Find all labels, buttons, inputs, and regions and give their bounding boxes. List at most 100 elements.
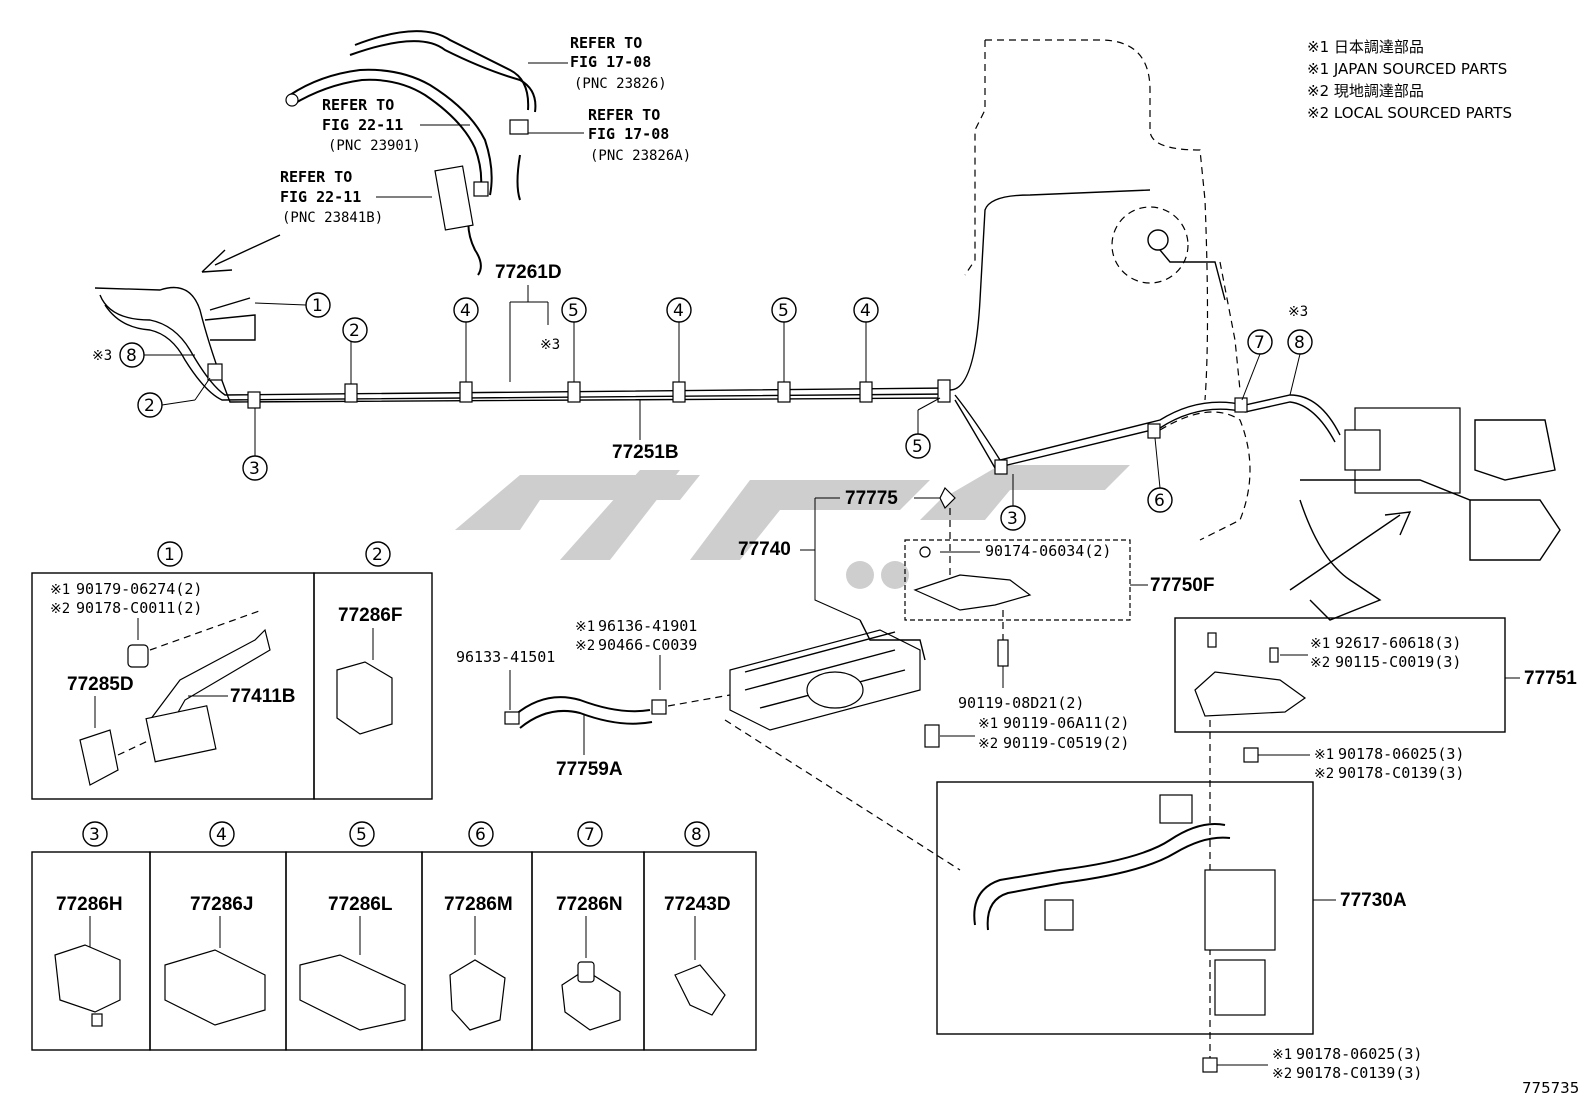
callout-4c[interactable]: 4 [853, 297, 879, 323]
bracket-box-77750F [904, 539, 1131, 621]
callout-2b[interactable]: 2 [137, 392, 163, 418]
callout-3-detail[interactable]: 3 [82, 821, 108, 847]
charcoal-canister-group: 77775 77740 90174-06034(2) 77750F 90119-… [456, 486, 1214, 871]
legend-line-3: ※2 現地調達部品 [1307, 82, 1424, 100]
callout-8b[interactable]: 8 [1287, 329, 1313, 355]
part-77261D[interactable]: 77261D [495, 262, 562, 283]
svg-text:3: 3 [249, 459, 260, 479]
part-77730A[interactable]: 77730A [1340, 890, 1407, 911]
mark-1: ※1 [50, 582, 70, 598]
callout-8-detail[interactable]: 8 [684, 821, 710, 847]
code-90178-C0011[interactable]: 90178-C0011(2) [76, 599, 202, 617]
ref-line: REFER TO [570, 34, 642, 52]
svg-text:3: 3 [89, 825, 100, 845]
svg-text:4: 4 [460, 301, 471, 321]
callout-5a[interactable]: 5 [561, 297, 587, 323]
part-77286L[interactable]: 77286L [328, 894, 393, 915]
reference-fig-17-08-a: REFER TO FIG 17-08 (PNC 23826) [528, 34, 667, 92]
mark-2: ※2 [50, 601, 70, 617]
callout-3b[interactable]: 3 [1000, 505, 1026, 531]
svg-text:3: 3 [1007, 509, 1018, 529]
callout-2-detail[interactable]: 2 [365, 541, 391, 567]
part-77285D[interactable]: 77285D [67, 674, 134, 695]
part-77286F[interactable]: 77286F [338, 605, 402, 626]
callout-1-detail[interactable]: 1 [157, 541, 183, 567]
part-77286N[interactable]: 77286N [556, 894, 623, 915]
code-90466[interactable]: 90466-C0039 [598, 636, 697, 654]
callout-4-detail[interactable]: 4 [209, 821, 235, 847]
mark-2: ※2 [1310, 655, 1330, 671]
part-77775[interactable]: 77775 [845, 488, 898, 509]
code-90119-06[interactable]: 90119-06A11(2) [1003, 714, 1129, 732]
ref-line: REFER TO [588, 106, 660, 124]
mark-2: ※2 [1272, 1066, 1292, 1082]
svg-text:6: 6 [475, 825, 486, 845]
mark-1: ※1 [1272, 1047, 1292, 1063]
callout-5c[interactable]: 5 [905, 433, 931, 459]
callout-3[interactable]: 3 [242, 455, 268, 481]
detail-panel-1-2: 1 2 ※1 90179-06274(2) ※2 90178-C0011(2) … [31, 541, 433, 800]
callout-7-detail[interactable]: 7 [577, 821, 603, 847]
callout-6[interactable]: 6 [1147, 487, 1173, 513]
code-90178-C0b[interactable]: 90178-C0139(3) [1296, 1064, 1422, 1082]
reference-fig-22-11-b: REFER TO FIG 22-11 (PNC 23841B) [280, 168, 432, 226]
callout-4b[interactable]: 4 [666, 297, 692, 323]
code-90119-08[interactable]: 90119-08D21(2) [958, 694, 1084, 712]
code-90179[interactable]: 90179-06274(2) [76, 580, 202, 598]
ref-line: FIG 22-11 [280, 188, 361, 206]
ref-line: FIG 17-08 [570, 53, 651, 71]
part-77751[interactable]: 77751 [1524, 668, 1577, 689]
part-77750F[interactable]: 77750F [1150, 575, 1214, 596]
code-90115[interactable]: 90115-C0019(3) [1335, 653, 1461, 671]
svg-text:6: 6 [1154, 491, 1165, 511]
part-77411B[interactable]: 77411B [230, 686, 296, 707]
ref-line: FIG 22-11 [322, 116, 403, 134]
code-90178-06b[interactable]: 90178-06025(3) [1296, 1045, 1422, 1063]
callout-8[interactable]: 8 [119, 342, 145, 368]
ref-pnc: (PNC 23901) [328, 138, 421, 154]
svg-text:1: 1 [312, 296, 323, 316]
fuel-tank-outline [964, 39, 1241, 401]
reference-fig-17-08-b: REFER TO FIG 17-08 (PNC 23826A) [528, 106, 691, 164]
callout-4a[interactable]: 4 [453, 297, 479, 323]
callout-2[interactable]: 2 [342, 317, 368, 343]
legend: ※1 日本調達部品 ※1 JAPAN SOURCED PARTS ※2 現地調達… [1307, 38, 1512, 122]
svg-text:7: 7 [1254, 333, 1265, 353]
part-77243D[interactable]: 77243D [664, 894, 731, 915]
direction-arrow [201, 234, 281, 273]
svg-text:8: 8 [126, 346, 137, 366]
part-77251B[interactable]: 77251B [612, 442, 679, 463]
code-90174[interactable]: 90174-06034(2) [985, 542, 1111, 560]
code-90119-C0[interactable]: 90119-C0519(2) [1003, 734, 1129, 752]
bottom-nut: ※1 90178-06025(3) ※2 90178-C0139(3) [1202, 1045, 1422, 1082]
ref-line: REFER TO [280, 168, 352, 186]
svg-text:1: 1 [164, 545, 175, 565]
hose-assembly-77730A: 77730A [936, 781, 1407, 1035]
callout-1[interactable]: 1 [305, 292, 331, 318]
svg-text:5: 5 [778, 301, 789, 321]
part-77286H[interactable]: 77286H [56, 894, 123, 915]
fuel-tube-assembly [94, 189, 1341, 475]
code-96133[interactable]: 96133-41501 [456, 648, 555, 666]
callout-5-detail[interactable]: 5 [349, 821, 375, 847]
svg-text:2: 2 [349, 321, 360, 341]
code-92617[interactable]: 92617-60618(3) [1335, 634, 1461, 652]
mark-1: ※1 [575, 619, 595, 635]
part-77286J[interactable]: 77286J [190, 894, 253, 915]
mark-1: ※1 [1314, 747, 1334, 763]
svg-text:5: 5 [356, 825, 367, 845]
part-77740[interactable]: 77740 [738, 539, 791, 560]
code-90178-C0a[interactable]: 90178-C0139(3) [1338, 764, 1464, 782]
svg-text:5: 5 [568, 301, 579, 321]
diagram-id: 775735 [1522, 1079, 1579, 1097]
code-96136[interactable]: 96136-41901 [598, 617, 697, 635]
callout-5b[interactable]: 5 [771, 297, 797, 323]
callout-6-detail[interactable]: 6 [468, 821, 494, 847]
callout-7[interactable]: 7 [1247, 329, 1273, 355]
part-77286M[interactable]: 77286M [444, 894, 513, 915]
svg-text:5: 5 [912, 437, 923, 457]
clip-panels: 3 4 5 6 7 8 77286H 77286J 77286L 77286M … [31, 821, 757, 1051]
code-90178-06a[interactable]: 90178-06025(3) [1338, 745, 1464, 763]
part-77759A[interactable]: 77759A [556, 759, 623, 780]
